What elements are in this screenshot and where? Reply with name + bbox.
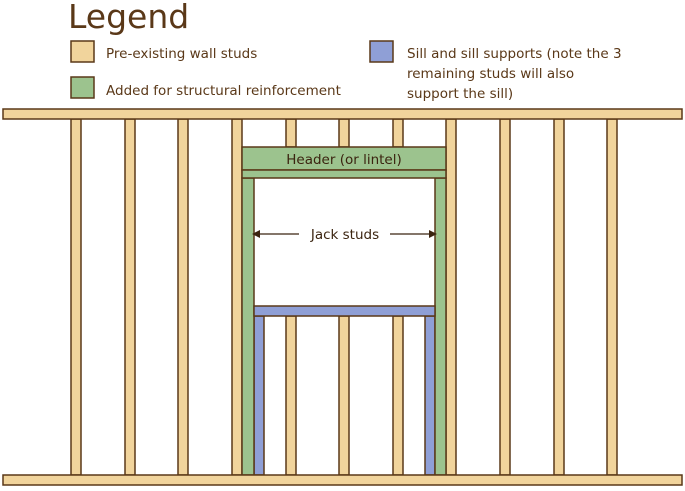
- legend-label-sill-line-3: support the sill): [407, 86, 513, 102]
- legend-swatch-existing: [70, 40, 95, 63]
- legend-label-added-line: Added for structural reinforcement: [106, 83, 341, 99]
- sill-support-right: [424, 315, 436, 476]
- legend-label-existing-line: Pre-existing wall studs: [106, 46, 257, 62]
- jack-stud-left: [241, 177, 255, 476]
- legend: Legend Pre-existing wall studs Added for…: [68, 0, 626, 102]
- wall-frame: [2, 108, 683, 486]
- legend-swatch-sill: [369, 40, 394, 63]
- stud-existing: [499, 118, 511, 476]
- arrow-right-head: [429, 230, 437, 238]
- cripple-stud-lower: [392, 315, 404, 476]
- legend-label-sill: Sill and sill supports (note the 3 remai…: [407, 46, 626, 102]
- legend-label-sill-line-1: Sill and sill supports (note the 3: [407, 46, 622, 62]
- stud-existing: [606, 118, 618, 476]
- stud-existing: [124, 118, 136, 476]
- legend-label-added: Added for structural reinforcement: [106, 83, 341, 99]
- cripple-stud-upper: [392, 118, 404, 148]
- stud-existing: [177, 118, 189, 476]
- legend-title: Legend: [68, 0, 189, 36]
- header-label: Header (or lintel): [286, 152, 402, 168]
- sill-support-left: [253, 315, 265, 476]
- stud-existing: [445, 118, 457, 476]
- top-plate: [2, 108, 683, 120]
- sill: [253, 305, 436, 317]
- jack-stud-right: [434, 177, 447, 476]
- header-plate: [241, 169, 447, 179]
- jack-studs-label: Jack studs: [310, 227, 379, 243]
- legend-label-sill-line-2: remaining studs will also: [407, 66, 574, 82]
- cripple-stud-lower: [338, 315, 350, 476]
- legend-label-existing: Pre-existing wall studs: [106, 46, 257, 62]
- bottom-plate: [2, 474, 683, 486]
- stud-existing: [553, 118, 565, 476]
- cripple-stud-lower: [285, 315, 297, 476]
- legend-swatch-added: [70, 76, 95, 99]
- stud-existing: [70, 118, 82, 476]
- jack-studs-annotation: [252, 230, 437, 238]
- cripple-stud-upper: [338, 118, 350, 148]
- arrow-left-head: [252, 230, 260, 238]
- cripple-stud-upper: [285, 118, 297, 148]
- stud-existing: [231, 118, 243, 476]
